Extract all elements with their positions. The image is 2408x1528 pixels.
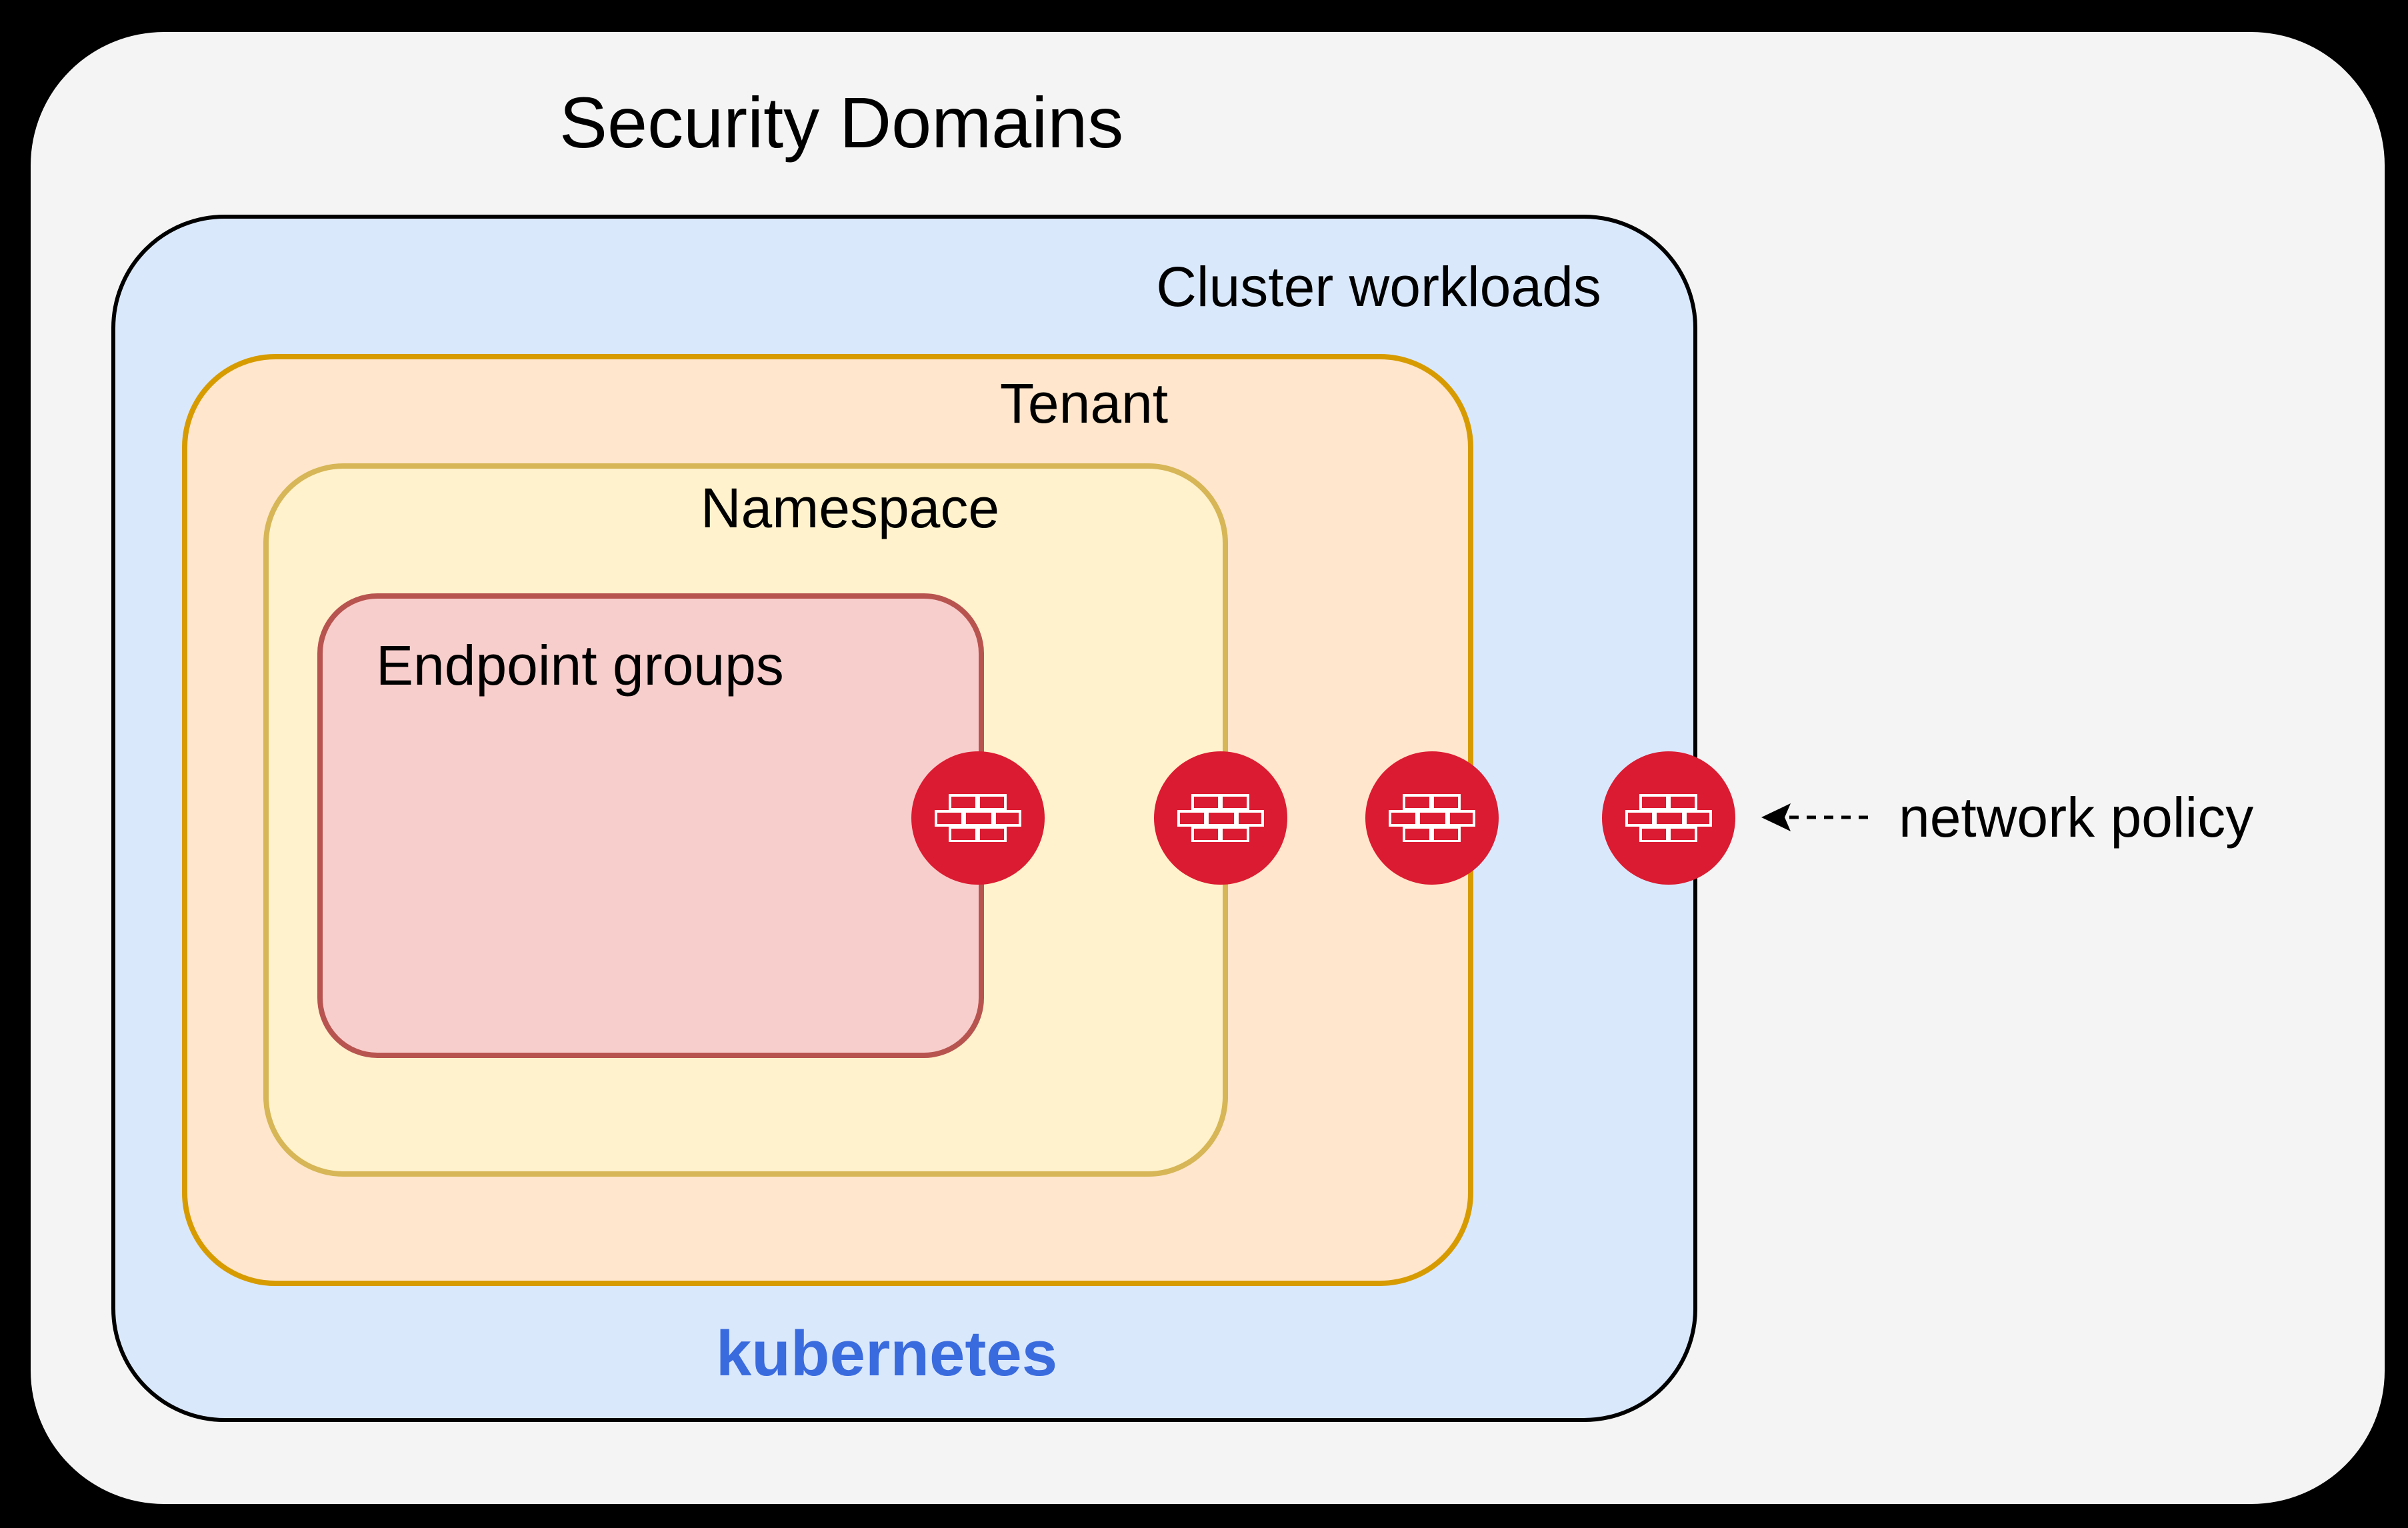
firewall-brick-icon — [1177, 794, 1264, 842]
firewall-brick-icon — [1389, 794, 1475, 842]
namespace-label: Namespace — [700, 477, 1000, 539]
firewall-node-cluster-boundary — [1602, 751, 1735, 885]
firewall-node-namespace-boundary — [1154, 751, 1287, 885]
firewall-brick-icon — [935, 794, 1021, 842]
kubernetes-wordmark: kubernetes — [715, 1318, 1058, 1389]
network-policy-arrow — [1761, 803, 1871, 831]
firewall-brick-icon — [1625, 794, 1712, 842]
page-title: Security Domains — [559, 82, 1124, 163]
endpoint-groups-box — [317, 593, 984, 1058]
network-policy-label: network policy — [1899, 786, 2254, 849]
arrowhead-left-icon — [1761, 803, 1791, 831]
endpoint-groups-label: Endpoint groups — [376, 634, 784, 697]
firewall-node-tenant-boundary — [1365, 751, 1499, 885]
tenant-label: Tenant — [999, 372, 1169, 435]
cluster-workloads-label: Cluster workloads — [1156, 255, 1601, 318]
firewall-node-endpoint-boundary — [911, 751, 1045, 885]
